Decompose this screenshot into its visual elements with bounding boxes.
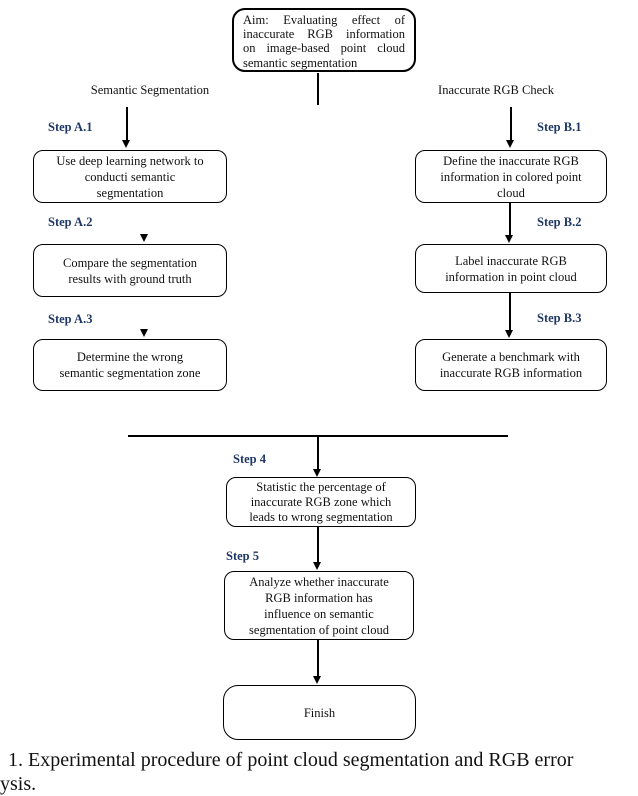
flow-box-step5: Analyze whether inaccurate RGB informati… <box>224 571 414 640</box>
arrowhead-right-b1 <box>506 140 514 148</box>
arrowhead-b2-b3 <box>505 330 513 338</box>
flow-box-a1: Use deep learning network to conducti se… <box>33 150 227 203</box>
flow-box-a2: Compare the segmentation results with gr… <box>33 244 227 297</box>
step-label-a3: Step A.3 <box>48 312 93 326</box>
arrowhead-s4-s5 <box>313 562 321 570</box>
aim-box: Aim: Evaluating effect of inaccurate RGB… <box>232 8 416 72</box>
step-label-5: Step 5 <box>226 549 259 563</box>
flow-box-step4: Statistic the percentage of inaccurate R… <box>226 477 416 527</box>
connector-b2-b3-shaft <box>509 293 511 331</box>
step-label-a2: Step A.2 <box>48 215 93 229</box>
branch-heading-right: Inaccurate RGB Check <box>438 83 554 97</box>
flow-box-b3: Generate a benchmark with inaccurate RGB… <box>415 339 607 391</box>
aim-line-2: inaccurate RGB information <box>243 27 405 42</box>
merge-bar <box>128 435 508 437</box>
figure-caption-line2: ysis. <box>0 773 37 795</box>
connector-merge-shaft <box>317 436 319 470</box>
flow-box-b2: Label inaccurate RGB information in poin… <box>415 244 607 293</box>
aim-line-4: semantic segmentation <box>243 55 358 70</box>
connector-s5-finish-shaft <box>317 640 319 677</box>
arrowhead-a2-a3 <box>140 329 148 337</box>
connector-left-heading-shaft <box>126 107 128 141</box>
step-label-4: Step 4 <box>233 452 266 466</box>
aim-line-1: Aim: Evaluating effect of <box>243 13 405 27</box>
connector-right-heading-shaft <box>510 107 512 141</box>
arrowhead-s5-finish <box>313 676 321 684</box>
flow-box-a3: Determine the wrong semantic segmentatio… <box>33 339 227 391</box>
connector-aim-stub <box>317 73 319 105</box>
connector-b1-b2-shaft <box>509 203 511 236</box>
step-label-a1: Step A.1 <box>48 120 93 134</box>
step-label-b2: Step B.2 <box>537 215 582 229</box>
finish-box: Finish <box>223 685 416 740</box>
connector-s4-s5-shaft <box>317 527 319 563</box>
figure-caption-line1: 1. Experimental procedure of point cloud… <box>8 749 574 771</box>
step-label-b3: Step B.3 <box>537 311 582 325</box>
arrowhead-merge-s4 <box>313 469 321 477</box>
flow-box-b1: Define the inaccurate RGB information in… <box>415 150 607 203</box>
arrowhead-b1-b2 <box>505 235 513 243</box>
branch-heading-left: Semantic Segmentation <box>90 83 210 97</box>
aim-line-3: on image-based point cloud <box>243 41 405 56</box>
arrowhead-left-a1 <box>122 140 130 148</box>
step-label-b1: Step B.1 <box>537 120 582 134</box>
arrowhead-a1-a2 <box>140 234 148 242</box>
